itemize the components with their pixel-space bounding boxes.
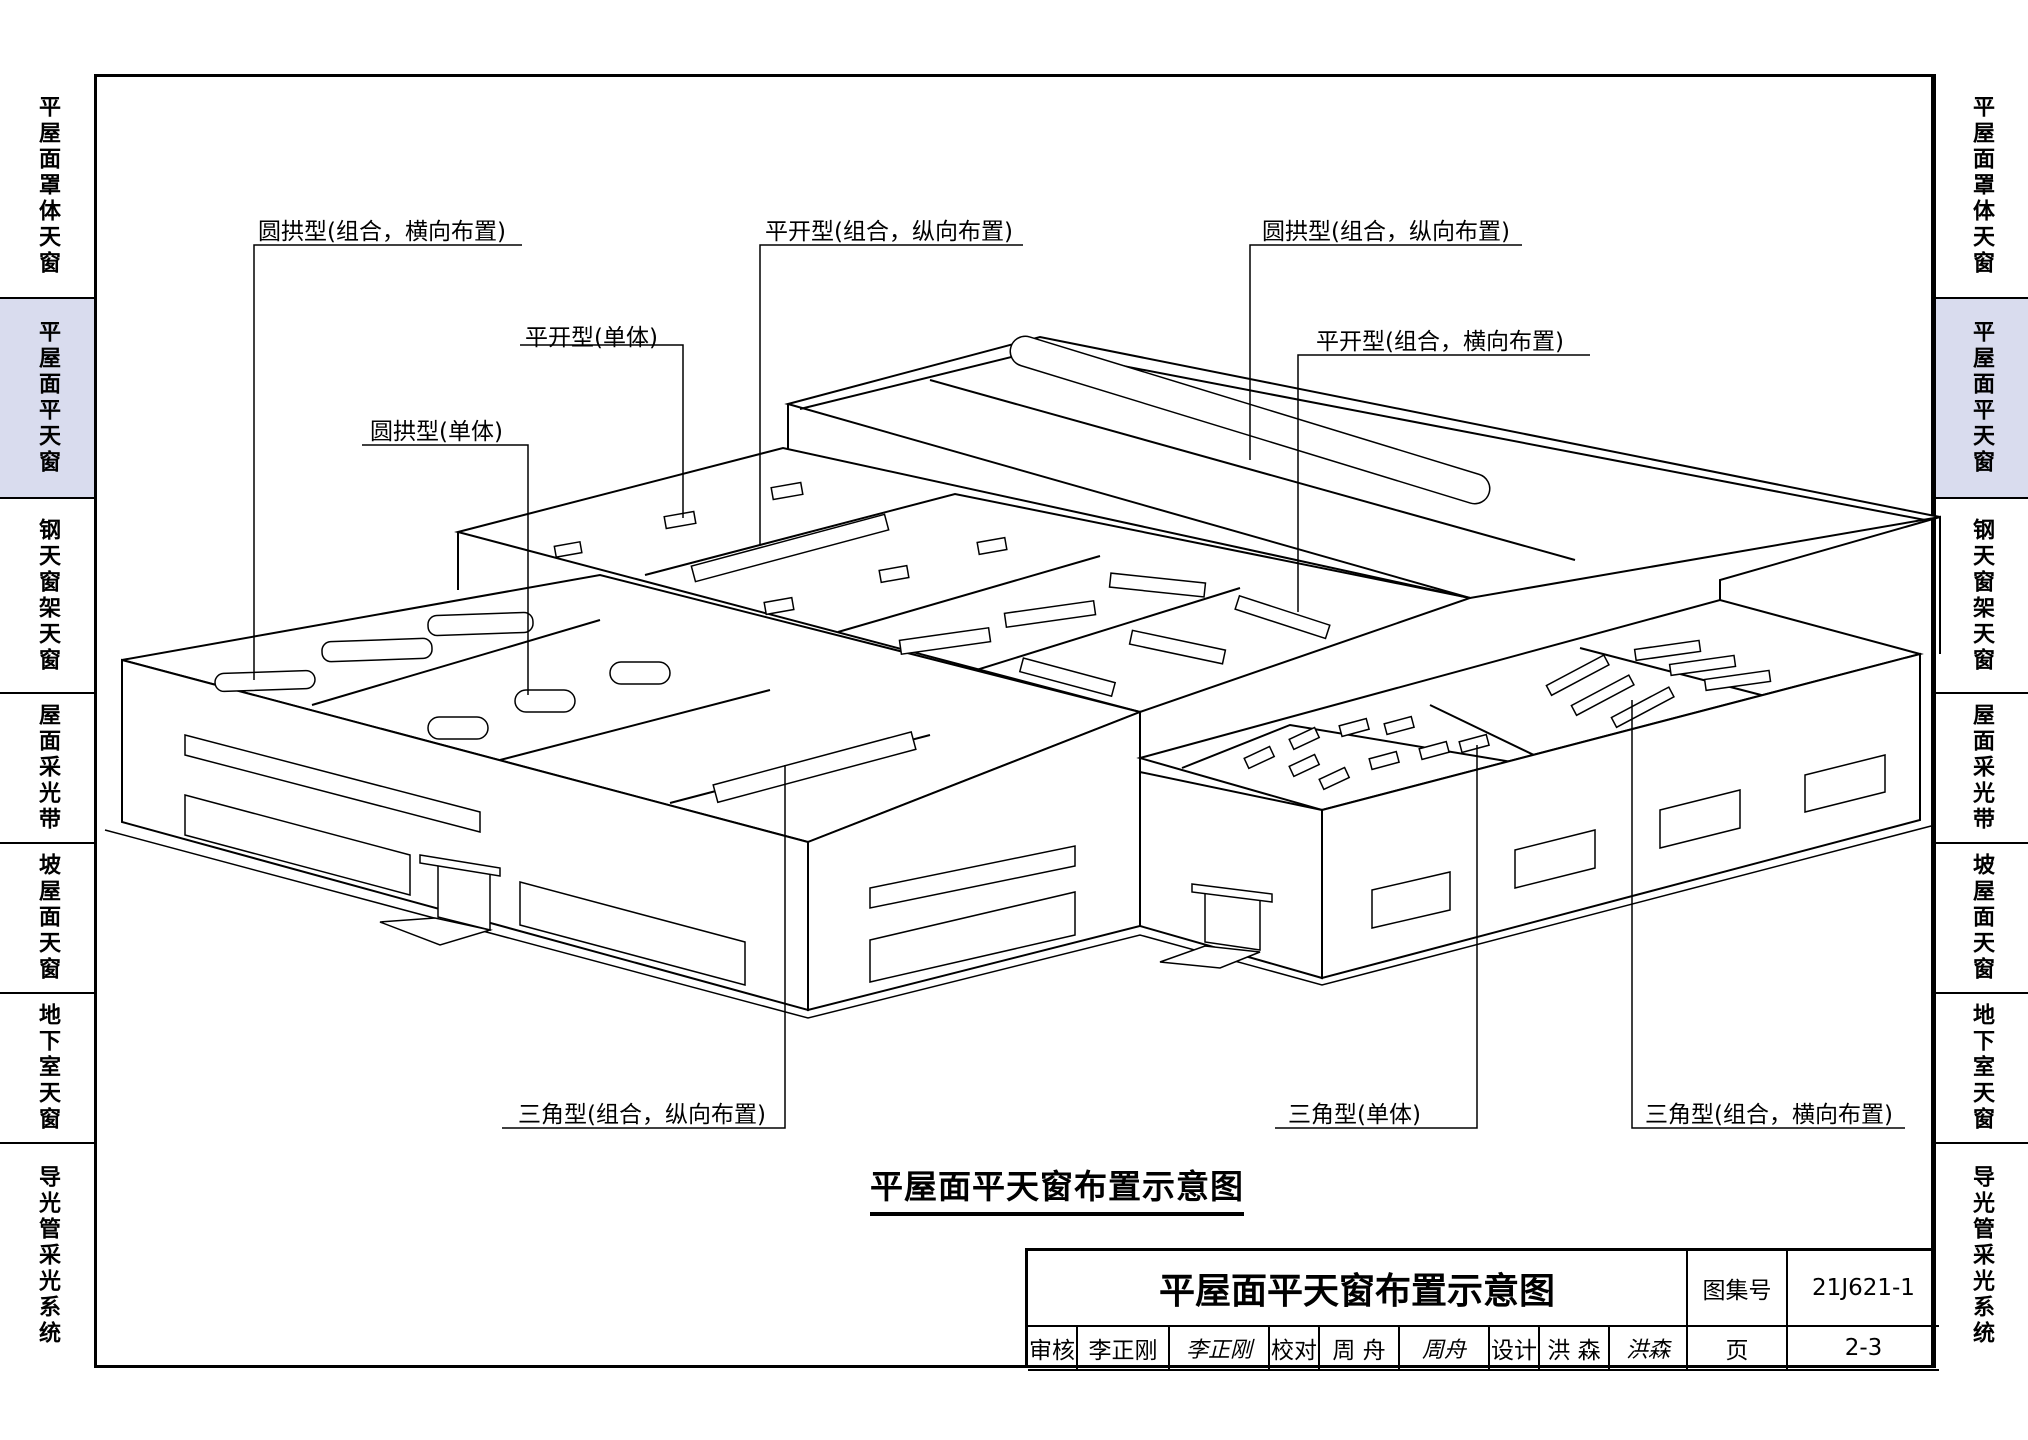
tab-pitched-roof-skylight[interactable]: 坡屋面天窗 [1934, 844, 2028, 994]
tab-basement-skylight[interactable]: 地下室天窗 [0, 994, 94, 1144]
tab-label: 地下室天窗 [35, 1003, 60, 1133]
check-label: 校对 [1270, 1327, 1320, 1371]
review-name: 李正刚 [1078, 1327, 1170, 1371]
tab-label: 坡屋面天窗 [35, 853, 60, 983]
callout-flat-group-longitudinal: 平开型(组合，纵向布置) [765, 219, 1013, 245]
leader-arch-group-transverse [253, 244, 522, 680]
tab-steel-frame-skylight[interactable]: 钢天窗架天窗 [1934, 499, 2028, 694]
callout-triangle-group-transverse: 三角型(组合，横向布置) [1645, 1102, 1893, 1128]
callout-flat-group-transverse: 平开型(组合，横向布置) [1316, 329, 1564, 355]
callout-arch-single: 圆拱型(单体) [370, 419, 503, 445]
atlas-number: 21J621-1 [1788, 1251, 1939, 1327]
tab-flat-roof-cover-skylight[interactable]: 平屋面罩体天窗 [0, 74, 94, 299]
review-label: 审核 [1028, 1327, 1078, 1371]
tab-label: 坡屋面天窗 [1969, 853, 1994, 983]
atlas-label: 图集号 [1688, 1251, 1788, 1327]
tab-roof-daylight-strip[interactable]: 屋面采光带 [0, 694, 94, 844]
check-name: 周 舟 [1320, 1327, 1400, 1371]
review-signature: 李正刚 [1170, 1327, 1270, 1371]
tab-roof-daylight-strip[interactable]: 屋面采光带 [1934, 694, 2028, 844]
tab-flat-roof-flat-skylight[interactable]: 平屋面平天窗 [1934, 299, 2028, 499]
tab-label: 屋面采光带 [35, 703, 60, 833]
tab-label: 平屋面罩体天窗 [35, 94, 60, 277]
tab-basement-skylight[interactable]: 地下室天窗 [1934, 994, 2028, 1144]
leader-triangle-group-longitudinal [502, 765, 786, 1129]
check-signature: 周舟 [1400, 1327, 1490, 1371]
right-chapter-tabs: 平屋面罩体天窗 平屋面平天窗 钢天窗架天窗 屋面采光带 坡屋面天窗 地下室天窗 … [1931, 74, 2028, 1368]
design-signature: 洪森 [1610, 1327, 1688, 1371]
tab-pitched-roof-skylight[interactable]: 坡屋面天窗 [0, 844, 94, 994]
tab-flat-roof-flat-skylight[interactable]: 平屋面平天窗 [0, 299, 94, 499]
tab-label: 平屋面平天窗 [1969, 320, 1994, 476]
design-name: 洪 森 [1540, 1327, 1610, 1371]
drawing-frame [94, 74, 1936, 1368]
title-block-title: 平屋面平天窗布置示意图 [1028, 1251, 1688, 1327]
page-number: 2-3 [1788, 1327, 1939, 1371]
tab-label: 地下室天窗 [1969, 1003, 1994, 1133]
tab-steel-frame-skylight[interactable]: 钢天窗架天窗 [0, 499, 94, 694]
tab-light-pipe-system[interactable]: 导光管采光系统 [1934, 1144, 2028, 1368]
tab-label: 导光管采光系统 [35, 1165, 60, 1347]
leader-flat-single [520, 344, 684, 518]
left-chapter-tabs: 平屋面罩体天窗 平屋面平天窗 钢天窗架天窗 屋面采光带 坡屋面天窗 地下室天窗 … [0, 74, 97, 1368]
callout-arch-group-transverse: 圆拱型(组合，横向布置) [258, 219, 506, 245]
tab-label: 平屋面平天窗 [35, 320, 60, 476]
right-block-east-wall [1321, 652, 1921, 980]
callout-triangle-group-longitudinal: 三角型(组合，纵向布置) [518, 1102, 766, 1128]
tab-label: 钢天窗架天窗 [35, 517, 60, 674]
leader-arch-single [362, 444, 529, 695]
leader-triangle-single [1275, 745, 1478, 1129]
tab-label: 导光管采光系统 [1969, 1165, 1994, 1347]
drawing-title: 平屋面平天窗布置示意图 [870, 1160, 1244, 1216]
tab-label: 屋面采光带 [1969, 703, 1994, 833]
page-label: 页 [1688, 1327, 1788, 1371]
tab-label: 平屋面罩体天窗 [1969, 94, 1994, 277]
leader-triangle-group-transverse [1631, 700, 1905, 1129]
callout-flat-single: 平开型(单体) [525, 325, 658, 351]
leader-arch-group-longitudinal [1249, 244, 1522, 460]
callout-triangle-single: 三角型(单体) [1288, 1102, 1421, 1128]
callout-arch-group-longitudinal: 圆拱型(组合，纵向布置) [1262, 219, 1510, 245]
leader-flat-group-transverse [1297, 354, 1590, 612]
design-label: 设计 [1490, 1327, 1540, 1371]
tab-flat-roof-cover-skylight[interactable]: 平屋面罩体天窗 [1934, 74, 2028, 299]
tab-light-pipe-system[interactable]: 导光管采光系统 [0, 1144, 94, 1368]
title-block: 平屋面平天窗布置示意图 图集号 21J621-1 审核 李正刚 李正刚 校对 周… [1025, 1248, 1939, 1371]
tab-label: 钢天窗架天窗 [1969, 517, 1994, 674]
leader-flat-group-longitudinal [759, 244, 1023, 545]
